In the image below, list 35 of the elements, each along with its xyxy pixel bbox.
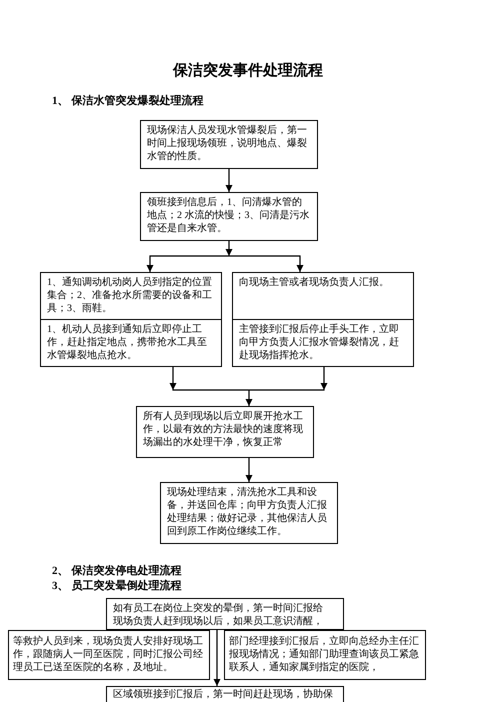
step-text: 等救护人员到来，现场负责人安排好现场工作，跟随病人一同至医院，同时汇报公司经理员工已送至医院的名称，及地址。 [13, 635, 204, 674]
step-text: 1、机动人员接到通知后立即停止工作，赶赴指定地点，携带抢水工具至水管爆裂地点抢水。 [47, 323, 208, 362]
process-box [40, 319, 222, 367]
step-text: 向现场主管或者现场负责人汇报。 [239, 276, 389, 289]
process-box [8, 630, 210, 680]
arrow [226, 169, 232, 192]
arrow [146, 255, 229, 272]
arrow [246, 390, 252, 406]
process-box [40, 272, 222, 320]
step-text: 现场处理结束，清洗抢水工具和设备，并送回仓库；向甲方负责人汇报处理结果；做好记录，其他保洁人员回到原工作岗位继续工作。 [167, 486, 328, 538]
arrow [229, 255, 304, 272]
section-heading: 3、 员工突发晕倒处理流程 [52, 579, 182, 593]
page-title: 保洁突发事件处理流程 [173, 62, 323, 80]
step-text: 如有员工在岗位上突发的晕倒，第一时间汇报给现场负责人赶到现场以后，如果员工意识清醒， [113, 602, 324, 628]
step-text: 区域领班接到汇报后，第一时间赶赴现场，协助保 [113, 688, 333, 701]
process-box [224, 630, 426, 680]
step-text: 1、通知调动机动岗人员到指定的位置集合；2、准备抢水所需要的设备和工具；3、雨鞋。 [47, 276, 213, 315]
arrow [226, 241, 232, 256]
process-box [136, 406, 314, 458]
process-box [140, 192, 318, 241]
section-heading: 1、 保洁水管突发爆裂处理流程 [52, 94, 204, 108]
arrow [246, 458, 252, 482]
arrow [214, 630, 220, 686]
process-box [106, 598, 344, 630]
step-text: 主管接到汇报后停止手头工作，立即向甲方负责人汇报水管爆裂情况，赶赴现场指挥抢水。 [239, 323, 400, 362]
process-box [232, 319, 414, 367]
step-text: 所有人员到现场以后立即展开抢水工作，以最有效的方法最快的速度将现场漏出的水处理干净，恢复正常 [143, 410, 304, 449]
step-text: 领班接到信息后，1、问清爆水管的地点；2 水流的快慢；3、问清是污水管还是自来水管。 [147, 196, 310, 235]
step-text: 现场保洁人员发现水管爆裂后，第一时间上报现场领班，说明地点、爆裂水管的性质。 [147, 124, 308, 163]
process-box [160, 482, 338, 544]
step-text: 部门经理接到汇报后，立即向总经办主任汇报现场情况；通知部门助理查询该员工紧急联系人，通知家属到指定的医院， [229, 635, 420, 674]
process-box [232, 272, 414, 320]
process-box [106, 686, 344, 702]
process-box [140, 120, 318, 169]
section-heading: 2、 保洁突发停电处理流程 [52, 564, 182, 578]
